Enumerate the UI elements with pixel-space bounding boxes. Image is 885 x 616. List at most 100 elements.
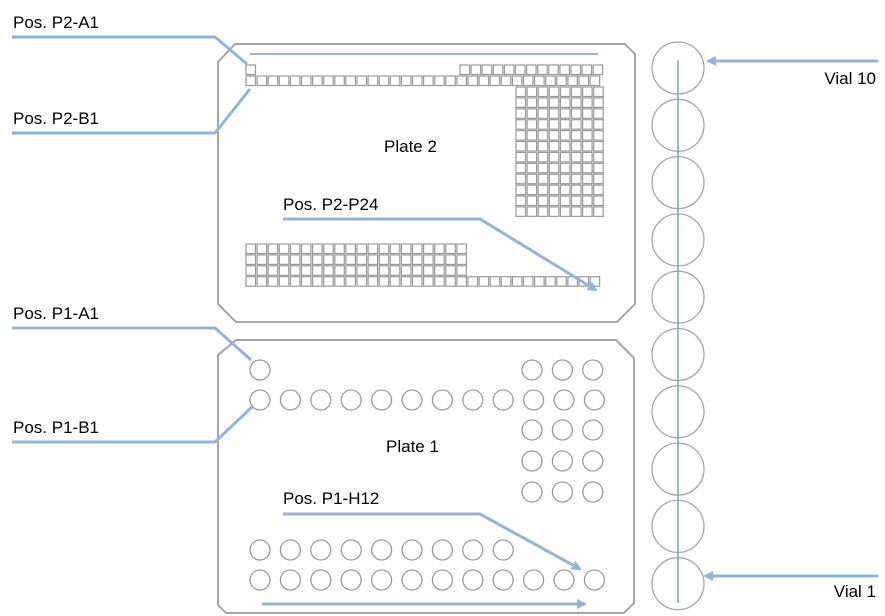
well [289,75,301,87]
well [300,75,312,87]
well [462,569,484,591]
well [267,265,279,276]
well [526,162,538,174]
well [245,75,257,87]
well [489,75,501,87]
well [581,97,593,109]
well [511,75,523,87]
well [378,265,390,276]
well [334,243,345,255]
well [370,389,393,411]
well [434,243,445,255]
well [289,254,301,265]
well [570,86,582,98]
well [389,276,401,287]
well [582,481,604,503]
well [345,75,356,87]
well [581,108,593,119]
well [459,64,471,76]
well [481,64,493,76]
well [470,64,482,76]
well [245,265,257,276]
well [323,75,334,87]
well [581,140,593,152]
well [570,119,582,130]
well [367,254,379,265]
well [356,254,368,265]
label-vial-10: Vial 10 [824,69,876,88]
well [400,243,412,255]
well [570,97,582,109]
well [345,243,356,255]
well [492,539,514,561]
well [537,130,549,141]
leader-pos-p1-a1 [12,326,252,362]
plate-2-wells [245,64,604,287]
label-pos-p1-h12: Pos. P1-H12 [283,489,379,508]
well [278,265,290,276]
well [445,243,456,255]
well [356,265,368,276]
well [559,97,571,109]
well [423,254,434,265]
well [256,265,268,276]
well [593,195,604,207]
well [434,265,445,276]
well [400,75,412,87]
well [559,140,571,152]
well [249,389,271,411]
well [548,173,560,185]
well [537,97,549,109]
well [548,151,560,163]
well [581,173,593,185]
well [537,64,548,76]
well [525,64,537,76]
well [537,119,549,130]
leader-pos-p1-h12 [283,512,582,571]
well [503,64,515,76]
well [526,86,538,98]
well [310,569,332,591]
well [445,254,456,265]
well [423,265,434,276]
well [537,206,549,217]
well [559,173,571,185]
well [583,569,606,591]
well [583,389,606,411]
well [456,276,467,287]
well [581,206,593,217]
well [593,173,604,185]
well [389,243,401,255]
well [593,119,604,130]
well [456,243,467,255]
well [478,276,490,287]
well-p2-a1 [245,64,257,76]
well [345,254,356,265]
well [492,569,514,591]
well [300,276,312,287]
well [411,276,423,287]
leader-pos-p1-b1 [12,405,254,444]
well [423,243,434,255]
well [526,151,538,163]
well [548,97,560,109]
well [515,162,527,174]
well [582,450,604,472]
label-plate-1: Plate 1 [386,437,439,456]
well [289,243,301,255]
well [423,75,434,87]
well [467,75,479,87]
well [582,359,604,381]
label-pos-p2-p24: Pos. P2-P24 [283,195,378,214]
well [559,130,571,141]
well [445,75,456,87]
well [431,539,454,561]
well [578,75,590,87]
well [356,276,368,287]
well [559,162,571,174]
well [245,243,257,255]
well [559,86,571,98]
well [434,75,445,87]
well [289,265,301,276]
